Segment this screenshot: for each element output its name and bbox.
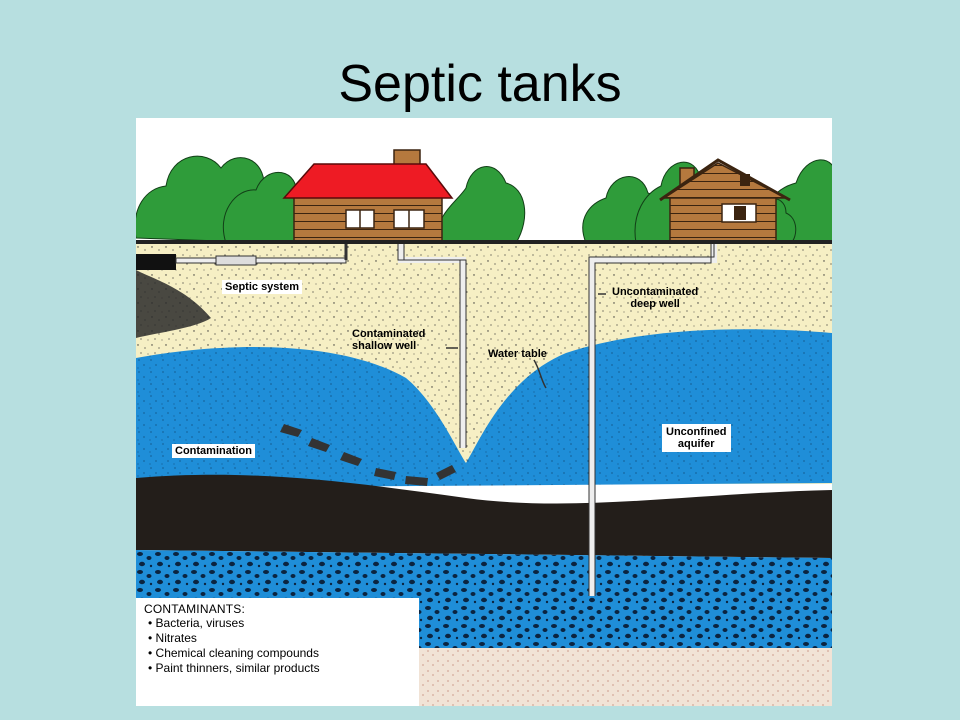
legend-item: • Nitrates bbox=[148, 631, 197, 645]
groundwater-diagram: Septic system Contaminated shallow well … bbox=[136, 118, 832, 706]
uncontaminated-well-label: Uncontaminated deep well bbox=[612, 286, 698, 310]
unconfined-aquifer-label: Unconfined aquifer bbox=[662, 424, 731, 452]
septic-system-label: Septic system bbox=[222, 280, 302, 294]
contaminated-well-label-line1: Contaminated bbox=[352, 328, 426, 340]
shallow-well bbox=[397, 244, 467, 448]
unconfined-aquifer-label-line1: Unconfined bbox=[666, 426, 727, 438]
ground-surface bbox=[136, 240, 832, 244]
septic-system bbox=[136, 244, 348, 338]
legend-item: • Paint thinners, similar products bbox=[148, 661, 320, 675]
contaminated-well-label-line2: shallow well bbox=[352, 340, 417, 352]
contaminated-well-label: Contaminated shallow well bbox=[352, 328, 425, 352]
contamination-label: Contamination bbox=[172, 444, 255, 458]
contamination-flow-arrows bbox=[280, 424, 456, 486]
water-table-pointer bbox=[533, 359, 547, 389]
slide-title: Septic tanks bbox=[338, 55, 622, 113]
uncontaminated-well-label-line1: Uncontaminated bbox=[612, 286, 699, 298]
uncontaminated-well-label-line2: deep well bbox=[630, 298, 680, 310]
legend-title: CONTAMINANTS: bbox=[144, 602, 246, 616]
deep-well bbox=[588, 244, 717, 596]
legend-item: • Bacteria, viruses bbox=[148, 616, 245, 630]
house-right bbox=[659, 158, 791, 243]
legend-item: • Chemical cleaning compounds bbox=[148, 646, 319, 660]
confining-layer bbox=[136, 474, 832, 558]
house-left bbox=[282, 149, 454, 243]
contaminants-legend: CONTAMINANTS: • Bacteria, viruses • Nitr… bbox=[136, 598, 419, 706]
unconfined-aquifer bbox=[136, 329, 832, 488]
water-table-label: Water table bbox=[488, 348, 547, 360]
unconfined-aquifer-label-line2: aquifer bbox=[677, 438, 715, 450]
